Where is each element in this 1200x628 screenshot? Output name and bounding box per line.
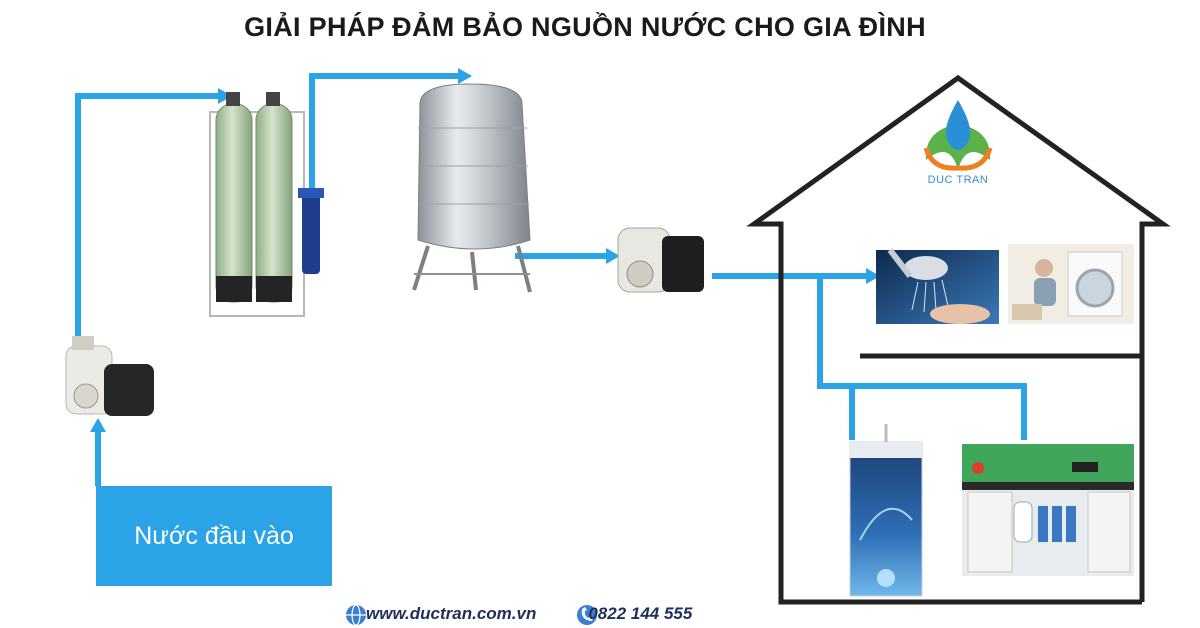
- pipe-arrows: [90, 68, 880, 432]
- cartridge-filter: [298, 188, 324, 274]
- pipe-to-ro: [817, 276, 855, 440]
- kitchen-sink-photo: [962, 444, 1134, 576]
- water-input-box: Nước đầu vào: [96, 486, 332, 586]
- footer: www.ductran.com.vn 0822 144 555: [346, 604, 692, 624]
- washing-machine-photo: [1008, 244, 1134, 324]
- globe-icon: [346, 604, 366, 626]
- brand-name: DUC TRAN: [927, 174, 989, 186]
- arrow-head: [218, 88, 232, 104]
- arrow-head: [90, 418, 106, 432]
- pipe-to-kitchen: [820, 383, 1027, 440]
- pipe-pump-to-filters: [75, 93, 218, 340]
- pipe-filters-to-tank: [309, 73, 460, 192]
- page-title: GIẢI PHÁP ĐẢM BẢO NGUỒN NƯỚC CHO GIA ĐÌN…: [244, 12, 926, 42]
- stainless-water-tank: [412, 83, 532, 293]
- pressure-pump: [617, 227, 704, 293]
- phone-icon: [577, 605, 597, 625]
- brand-logo: [923, 100, 993, 171]
- pipe-lines: [75, 73, 1027, 486]
- arrow-head: [606, 248, 620, 264]
- booster-pump: [65, 336, 154, 416]
- arrow-head: [866, 268, 880, 284]
- house-outline: [746, 74, 1171, 605]
- shower-photo: [876, 248, 999, 324]
- website-link[interactable]: www.ductran.com.vn: [366, 604, 537, 623]
- phone-number: 0822 144 555: [588, 604, 693, 623]
- arrow-head: [458, 68, 472, 84]
- twin-filter-tanks: [209, 92, 305, 317]
- ro-purifier: [849, 424, 923, 597]
- water-input-label: Nước đầu vào: [134, 521, 294, 550]
